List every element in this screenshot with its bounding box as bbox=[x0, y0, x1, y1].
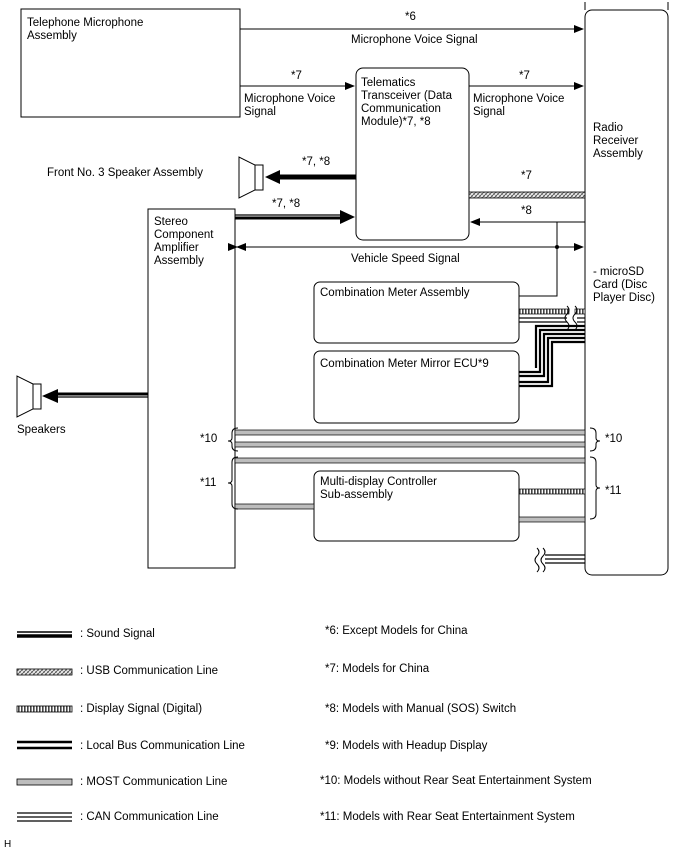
legend-text-localbus: Local Bus Communication Line bbox=[86, 740, 245, 752]
multi-display-signal bbox=[518, 488, 586, 495]
legend-label-sound: : Sound Signal bbox=[80, 628, 155, 640]
telematics-label: Telematics Transceiver (Data Communicati… bbox=[361, 77, 452, 128]
amplifier-label: Stereo Component Amplifier Assembly bbox=[154, 216, 214, 267]
usb-line bbox=[468, 191, 586, 199]
microsd-label: - microSD Card (Disc Player Disc) bbox=[593, 266, 655, 304]
meter-mirror-label: Combination Meter Mirror ECU*9 bbox=[320, 358, 489, 370]
legend-text-display: Display Signal (Digital) bbox=[86, 703, 203, 715]
sound-to-front-speaker bbox=[265, 170, 356, 184]
multi-display-label: Multi-display Controller Sub-assembly bbox=[320, 476, 437, 501]
note-7b-marker: *7 bbox=[519, 70, 530, 82]
can-stub-bottom bbox=[545, 554, 585, 564]
note-8-marker: *8 bbox=[521, 205, 532, 217]
legend-swatch-can bbox=[17, 812, 72, 822]
legend-swatch-most bbox=[16, 778, 73, 786]
telephone-mic-box bbox=[20, 8, 241, 118]
legend-swatch-usb bbox=[16, 668, 73, 676]
note-78a-marker: *7, *8 bbox=[302, 156, 331, 168]
brace-10-right bbox=[589, 427, 601, 452]
footer-code: H bbox=[4, 839, 12, 850]
legend-note-10: *10: Models without Rear Seat Entertainm… bbox=[320, 775, 592, 787]
radio-receiver-cutoff bbox=[584, 2, 669, 10]
speed-branch-line bbox=[519, 247, 558, 297]
legend-label-display: : Display Signal (Digital) bbox=[80, 703, 203, 715]
brace-11-right bbox=[589, 456, 601, 520]
mirror-local-bus bbox=[519, 324, 585, 378]
legend-note-11: *11: Models with Rear Seat Entertainment… bbox=[320, 811, 575, 823]
radio-receiver-box bbox=[584, 9, 669, 576]
legend-note-9: *9: Models with Headup Display bbox=[325, 740, 488, 752]
meter-display-line bbox=[518, 308, 570, 315]
note-10-right-marker: *10 bbox=[605, 433, 623, 445]
note-7a-marker: *7 bbox=[291, 70, 302, 82]
amplifier-box bbox=[147, 208, 236, 569]
legend-text-sound: Sound Signal bbox=[86, 628, 155, 640]
legend-note-7: *7: Models for China bbox=[325, 663, 430, 675]
speakers-label: Speakers bbox=[17, 424, 66, 436]
telematics-box bbox=[355, 67, 470, 241]
radio-receiver-label: Radio Receiver Assembly bbox=[593, 122, 643, 160]
note-10-left-marker: *10 bbox=[200, 433, 218, 445]
mic-voice-right-label: Microphone Voice Signal bbox=[473, 93, 565, 118]
vehicle-speed-label: Vehicle Speed Signal bbox=[351, 253, 460, 265]
most-lines-11 bbox=[234, 457, 586, 523]
legend-swatch-sound bbox=[17, 631, 72, 638]
front-speaker-label: Front No. 3 Speaker Assembly bbox=[47, 167, 203, 179]
meter-can-lines bbox=[519, 317, 585, 323]
combination-meter-label: Combination Meter Assembly bbox=[320, 287, 470, 299]
legend-text-most: MOST Communication Line bbox=[86, 776, 228, 788]
front-speaker-icon bbox=[238, 156, 264, 199]
note-11-right-marker: *11 bbox=[605, 485, 622, 497]
legend-label-can: : CAN Communication Line bbox=[80, 811, 219, 823]
sound-to-speakers bbox=[42, 389, 148, 403]
most-lines-10 bbox=[234, 429, 586, 448]
legend-text-usb: USB Communication Line bbox=[86, 665, 219, 677]
legend-note-8: *8: Models with Manual (SOS) Switch bbox=[325, 703, 517, 715]
mirror-local-bus-right bbox=[519, 336, 585, 388]
mic-voice-top-label: Microphone Voice Signal bbox=[351, 34, 478, 46]
note-6-marker: *6 bbox=[405, 11, 416, 23]
legend-label-usb: : USB Communication Line bbox=[80, 665, 219, 677]
legend-swatch-localbus bbox=[17, 740, 72, 750]
brace-10-left bbox=[227, 427, 239, 452]
legend-note-6: *6: Except Models for China bbox=[325, 625, 468, 637]
legend-label-most: : MOST Communication Line bbox=[80, 776, 228, 788]
note-11-left-marker: *11 bbox=[200, 477, 217, 489]
meter-display-line-b bbox=[574, 308, 586, 315]
note-7c-marker: *7 bbox=[521, 170, 532, 182]
sound-amp-to-telematics bbox=[235, 210, 355, 224]
mic-voice-left-label: Microphone Voice Signal bbox=[244, 93, 336, 118]
speakers-icon bbox=[16, 375, 42, 418]
brace-11-left bbox=[227, 456, 239, 510]
vehicle-speed-arrow-left-head bbox=[236, 243, 246, 251]
telephone-mic-label: Telephone Microphone Assembly bbox=[27, 17, 144, 42]
legend-swatch-display bbox=[16, 705, 73, 713]
break-mark-bottom bbox=[534, 547, 546, 573]
note-78b-marker: *7, *8 bbox=[272, 198, 301, 210]
legend-label-localbus: : Local Bus Communication Line bbox=[80, 740, 245, 752]
legend-text-can: CAN Communication Line bbox=[86, 811, 219, 823]
